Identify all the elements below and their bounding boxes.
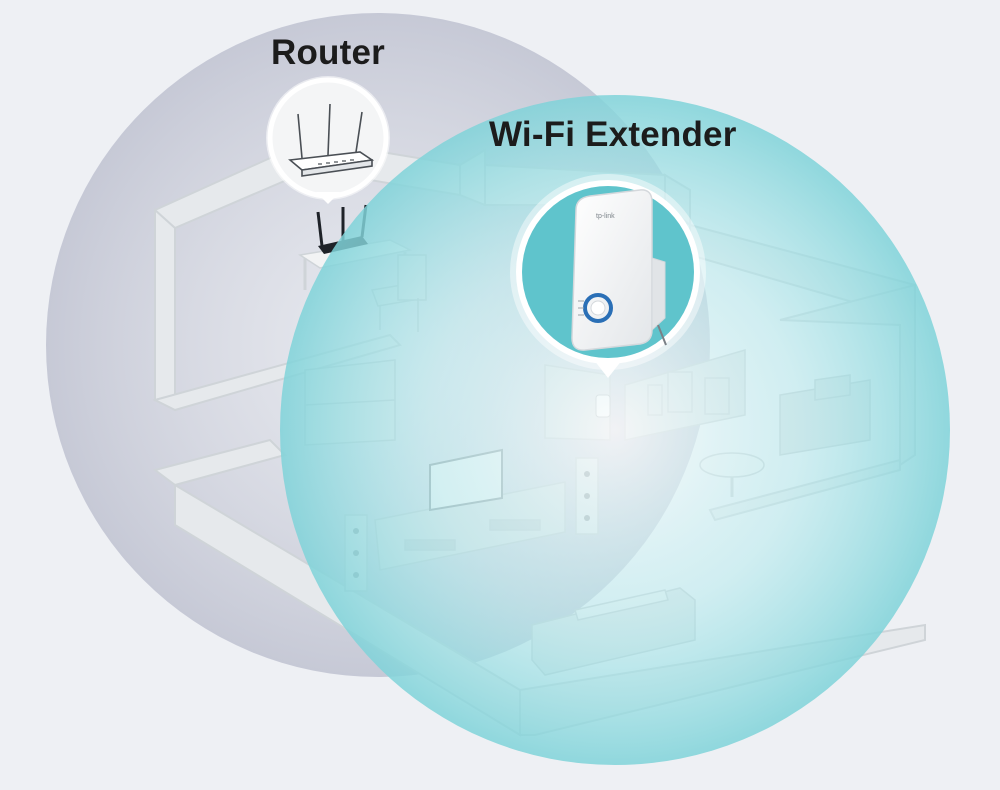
router-icon <box>288 103 375 177</box>
wifi-extender-label: Wi-Fi Extender <box>489 115 737 154</box>
extender-callout: tp-link <box>510 174 706 378</box>
brand-mark: tp-link <box>596 213 615 220</box>
extender-coverage-circle <box>280 95 950 765</box>
router-label: Router <box>271 33 385 72</box>
wifi-extender-icon: tp-link <box>571 189 667 351</box>
router-callout <box>266 76 390 204</box>
